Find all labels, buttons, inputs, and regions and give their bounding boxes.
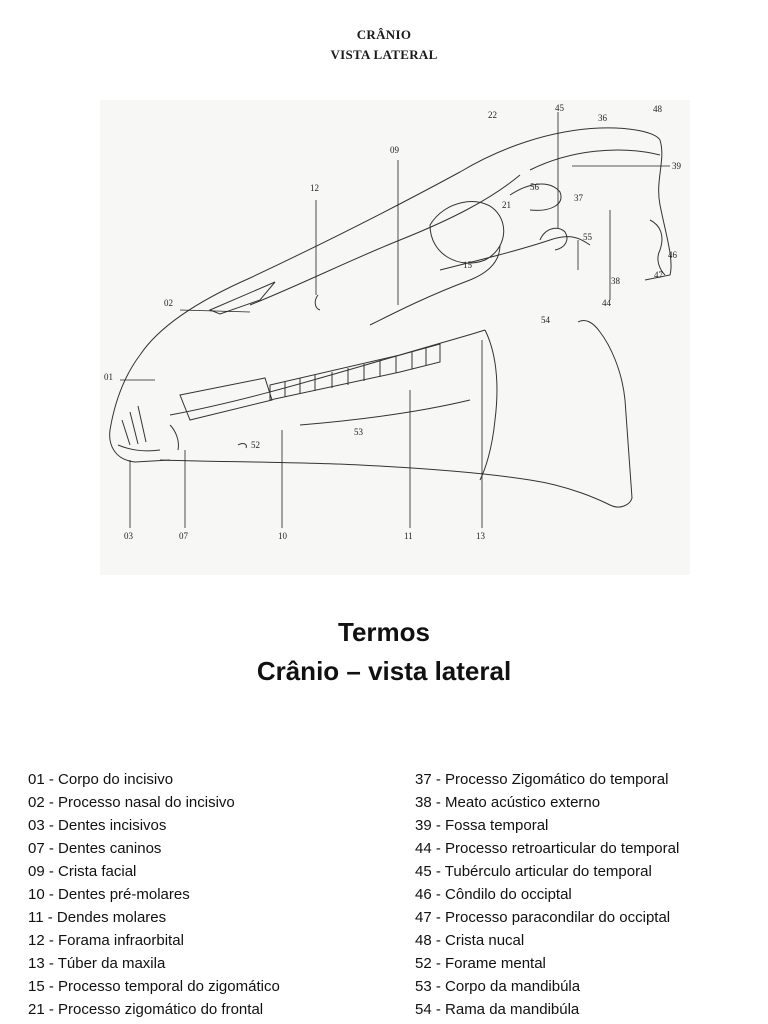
section-title: Termos bbox=[338, 617, 430, 647]
label-22: 22 bbox=[488, 110, 497, 120]
term-item: 15 - Processo temporal do zigomático bbox=[28, 978, 280, 995]
mandible-lower-edge bbox=[299, 399, 471, 426]
mental-foramen bbox=[237, 443, 247, 449]
term-item: 13 - Túber da maxila bbox=[28, 955, 166, 972]
label-53: 53 bbox=[354, 427, 364, 437]
term-item: 01 - Corpo do incisivo bbox=[28, 771, 174, 788]
skull-outline bbox=[139, 127, 672, 356]
upper-jaw-line bbox=[169, 329, 486, 416]
term-item: 45 - Tubérculo articular do temporal bbox=[415, 863, 652, 880]
nasal-line bbox=[249, 174, 521, 306]
term-item: 39 - Fossa temporal bbox=[415, 817, 549, 834]
premolar-block bbox=[179, 377, 273, 421]
zygomatic-arch bbox=[439, 236, 591, 271]
skull-lateral-diagram: 01 02 03 07 09 10 11 12 13 15 21 22 36 3… bbox=[100, 100, 690, 575]
term-item: 53 - Corpo da mandibúla bbox=[415, 978, 581, 995]
label-45: 45 bbox=[555, 103, 565, 113]
label-12: 12 bbox=[310, 183, 319, 193]
term-item: 47 - Processo paracondilar do occiptal bbox=[415, 909, 671, 926]
label-02: 02 bbox=[164, 298, 173, 308]
figure-title: CRÂNIO bbox=[356, 27, 412, 42]
tooth-divisions bbox=[284, 348, 427, 397]
zygomatic-process bbox=[509, 183, 562, 211]
label-36: 36 bbox=[598, 113, 608, 123]
orbit bbox=[429, 201, 505, 264]
facial-crest bbox=[369, 244, 501, 326]
term-item: 44 - Processo retroarticular do temporal bbox=[415, 840, 680, 857]
cheek-teeth bbox=[269, 343, 441, 401]
label-15: 15 bbox=[463, 260, 473, 270]
term-item: 38 - Meato acústico externo bbox=[415, 794, 601, 811]
term-item: 10 - Dentes pré-molares bbox=[28, 886, 190, 903]
label-46: 46 bbox=[668, 250, 678, 260]
infraorbital-foramen bbox=[314, 294, 321, 311]
canine-tooth bbox=[169, 424, 179, 451]
label-07: 07 bbox=[179, 531, 189, 541]
term-item: 07 - Dentes caninos bbox=[28, 840, 162, 857]
temporal-fossa bbox=[529, 149, 661, 171]
label-10: 10 bbox=[278, 531, 288, 541]
label-03: 03 bbox=[124, 531, 134, 541]
label-09: 09 bbox=[390, 145, 400, 155]
occipital-condyle bbox=[649, 219, 666, 276]
terms-right-column: 37 - Processo Zigomático do temporal 38 … bbox=[415, 768, 679, 1021]
term-item: 46 - Côndilo do occiptal bbox=[415, 886, 572, 903]
term-item: 12 - Forama infraorbital bbox=[28, 932, 184, 949]
skull-drawing: 01 02 03 07 09 10 11 12 13 15 21 22 36 3… bbox=[104, 103, 682, 541]
term-item: 02 - Processo nasal do incisivo bbox=[28, 794, 235, 811]
label-55: 55 bbox=[583, 232, 593, 242]
label-11: 11 bbox=[404, 531, 413, 541]
label-13: 13 bbox=[476, 531, 486, 541]
term-item: 48 - Crista nucal bbox=[415, 932, 525, 949]
term-item: 09 - Crista facial bbox=[28, 863, 137, 880]
label-38: 38 bbox=[611, 276, 621, 286]
label-01: 01 bbox=[104, 372, 113, 382]
term-item: 52 - Forame mental bbox=[415, 955, 546, 972]
incisor-teeth bbox=[117, 405, 161, 452]
label-21: 21 bbox=[502, 200, 511, 210]
label-37: 37 bbox=[574, 193, 584, 203]
label-48: 48 bbox=[653, 104, 663, 114]
articular-tubercle bbox=[539, 227, 568, 251]
label-52: 52 bbox=[251, 440, 260, 450]
label-56: 56 bbox=[530, 182, 540, 192]
label-44: 44 bbox=[602, 298, 612, 308]
section-subtitle: Crânio – vista lateral bbox=[256, 656, 512, 686]
term-item: 03 - Dentes incisivos bbox=[28, 817, 167, 834]
mandible-body bbox=[159, 319, 633, 508]
term-item: 37 - Processo Zigomático do temporal bbox=[415, 771, 669, 788]
term-item: 11 - Dendes molares bbox=[28, 909, 167, 926]
term-item: 54 - Rama da mandibúla bbox=[415, 1001, 580, 1018]
terms-left-column: 01 - Corpo do incisivo 02 - Processo nas… bbox=[28, 768, 280, 1021]
nasoincisive-notch bbox=[208, 281, 276, 315]
leader-02 bbox=[179, 309, 251, 313]
figure-subtitle: VISTA LATERAL bbox=[330, 47, 438, 62]
term-item: 21 - Processo zigomático do frontal bbox=[28, 1001, 264, 1018]
label-54: 54 bbox=[541, 315, 551, 325]
label-47: 47 bbox=[654, 270, 664, 280]
incisive-region bbox=[109, 354, 171, 463]
mandible-ramus-front bbox=[479, 329, 498, 481]
label-39: 39 bbox=[672, 161, 682, 171]
